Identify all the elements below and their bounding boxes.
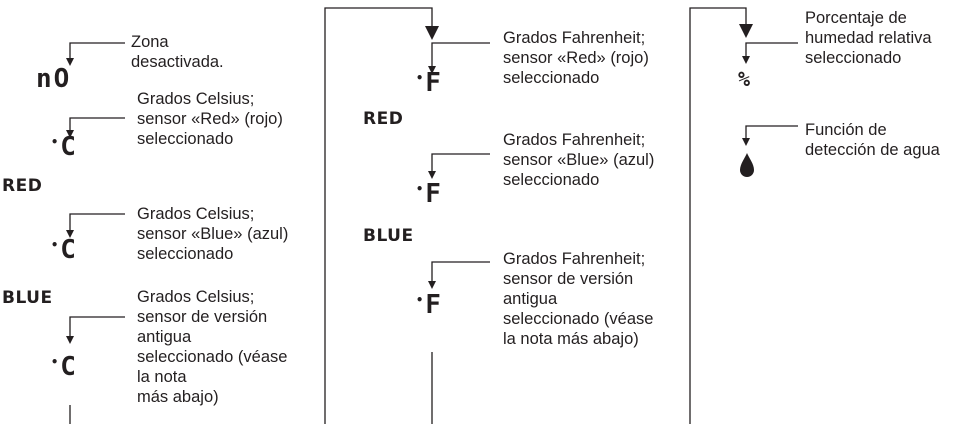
celsius-red-label: Grados Celsius; sensor «Red» (rojo) sele… (137, 90, 283, 148)
arrow-fahrenheit-old (428, 281, 436, 289)
celsius-old-label: Grados Celsius; sensor de versión antigu… (137, 288, 288, 406)
zone-off-label: Zona desactivada. (131, 33, 224, 71)
arrow-into-column3 (739, 24, 753, 38)
celsius-old-display: •C (51, 354, 76, 380)
connector-fahrenheit-old (431, 261, 490, 283)
connector-celsius-old (69, 316, 125, 338)
connector-zone-off (69, 42, 125, 60)
arrow-celsius-old (66, 336, 74, 344)
connector-fahrenheit-blue (431, 153, 490, 173)
arrow-zone-off (66, 58, 74, 66)
fahrenheit-blue-label: Grados Fahrenheit; sensor «Blue» (azul) … (503, 131, 655, 189)
arrow-celsius-blue (66, 230, 74, 238)
connector-fahrenheit-red (431, 42, 490, 68)
fahrenheit-old-display: •F (416, 292, 441, 318)
celsius-old-unit: C (60, 352, 76, 382)
connector-water (745, 125, 798, 140)
fahrenheit-blue-display: •F (416, 181, 441, 207)
connector-celsius-red (69, 117, 125, 132)
degree-symbol: • (51, 135, 59, 149)
fahrenheit-red-unit: F (425, 68, 441, 98)
celsius-blue-display: •C (51, 237, 76, 263)
arrow-fahrenheit-blue (428, 171, 436, 179)
fahrenheit-red-label: Grados Fahrenheit; sensor «Red» (rojo) s… (503, 29, 649, 87)
celsius-red-unit: C (60, 132, 76, 162)
celsius-red-display: •C (51, 134, 76, 160)
water-detection-label: Función de detección de agua (805, 121, 940, 159)
fahrenheit-red-display: •F (416, 70, 441, 96)
arrow-fahrenheit-red (428, 66, 436, 74)
celsius-blue-label: Grados Celsius; sensor «Blue» (azul) sel… (137, 205, 289, 263)
arrow-humidity (742, 56, 750, 64)
connector-into-column2 (324, 7, 433, 424)
humidity-label: Porcentaje de humedad relativa seleccion… (805, 9, 932, 67)
red-sensor-word-2: RED (363, 109, 404, 129)
degree-symbol: • (416, 71, 424, 85)
connector-celsius-blue (69, 213, 125, 232)
arrow-water (742, 138, 750, 146)
blue-sensor-word: BLUE (2, 288, 53, 308)
arrow-into-column2 (425, 26, 439, 40)
fahrenheit-old-unit: F (425, 290, 441, 320)
humidity-display: % (738, 67, 751, 91)
degree-symbol: • (416, 293, 424, 307)
zone-off-display: nO (36, 64, 72, 94)
fahrenheit-old-label: Grados Fahrenheit; sensor de versión ant… (503, 250, 654, 348)
red-sensor-word: RED (2, 176, 43, 196)
blue-sensor-word-2: BLUE (363, 226, 414, 246)
fahrenheit-blue-unit: F (425, 179, 441, 209)
arrow-celsius-red (66, 130, 74, 138)
celsius-blue-unit: C (60, 235, 76, 265)
degree-symbol: • (51, 238, 59, 252)
degree-symbol: • (416, 182, 424, 196)
connector-into-column3 (689, 7, 747, 424)
degree-symbol: • (51, 355, 59, 369)
connector-humidity (745, 42, 798, 58)
